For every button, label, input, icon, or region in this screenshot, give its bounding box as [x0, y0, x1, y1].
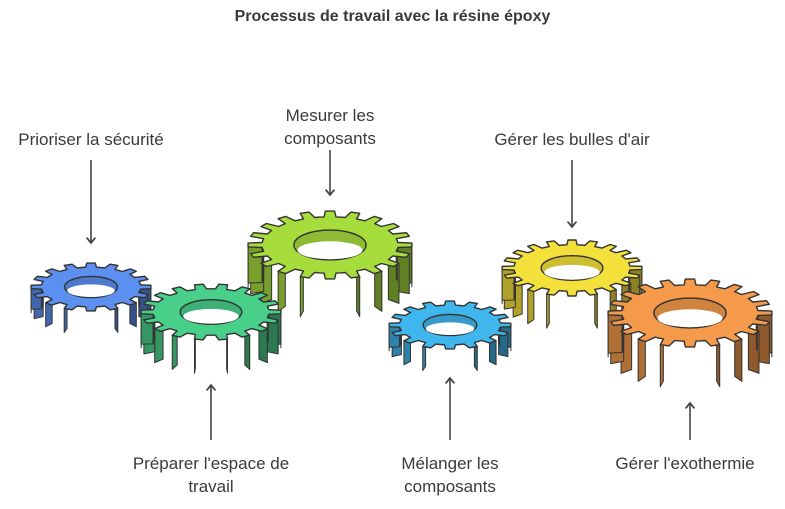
step-label-prepare: Préparer l'espace de travail [132, 454, 290, 496]
gear-prepare [140, 283, 282, 374]
step-label-exotherm: Gérer l'exothermie [615, 454, 755, 473]
gear-side [140, 305, 282, 374]
gear-exotherm [607, 278, 773, 388]
step-label-mix: Mélanger les composants [401, 454, 499, 496]
gear-mix [388, 300, 512, 371]
step-label-bubbles: Gérer les bulles d'air [494, 130, 650, 149]
step-label-safety: Prioriser la sécurité [18, 130, 164, 149]
gear-safety [30, 262, 152, 333]
step-label-measure: Mesurer les composants [284, 106, 376, 148]
diagram-title: Processus de travail avec la résine épox… [234, 8, 551, 25]
gear-measure [247, 210, 413, 318]
